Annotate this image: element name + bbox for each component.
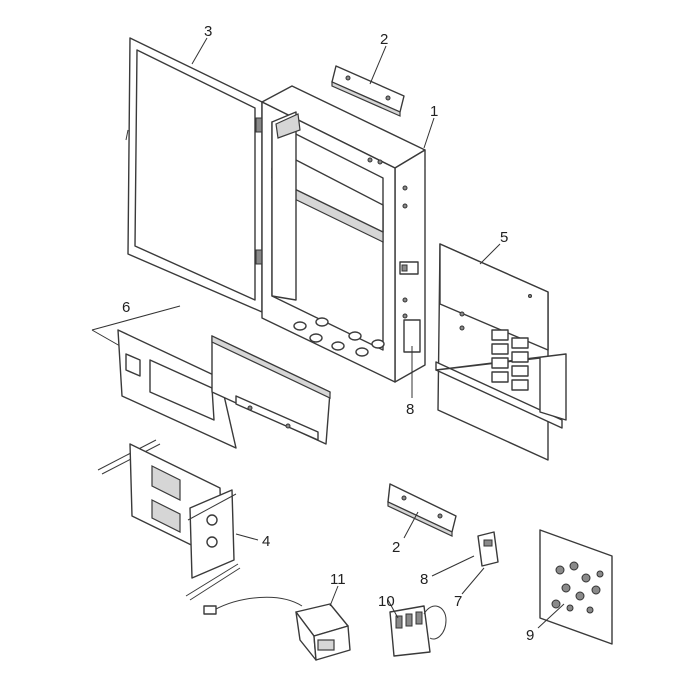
callout-6: 6 xyxy=(122,299,130,316)
callout-11: 11 xyxy=(330,571,346,588)
part-hardware-kit xyxy=(539,529,613,645)
part-relay xyxy=(389,605,447,657)
callout-8-upper: 8 xyxy=(406,401,414,418)
part-grommet-plate xyxy=(477,531,499,567)
callout-1: 1 xyxy=(430,103,438,120)
callout-8-lower: 8 xyxy=(420,571,428,588)
callout-3: 3 xyxy=(204,23,212,40)
leader-lines xyxy=(191,37,565,629)
part-enclosure xyxy=(261,85,426,383)
callout-4: 4 xyxy=(262,533,270,550)
part-door xyxy=(125,37,263,313)
callout-10: 10 xyxy=(378,593,395,610)
callout-9: 9 xyxy=(526,627,534,644)
part-bracket-top xyxy=(331,65,405,117)
part-relay-assembly xyxy=(97,439,241,601)
part-bracket-bottom xyxy=(387,483,457,537)
callout-2-bottom: 2 xyxy=(392,539,400,556)
part-interior-chassis xyxy=(91,305,331,449)
callout-7: 7 xyxy=(454,593,462,610)
callout-5: 5 xyxy=(500,229,508,246)
callout-2-top: 2 xyxy=(380,31,388,48)
part-transformer xyxy=(203,596,351,661)
part-dead-front-panel xyxy=(435,243,567,461)
